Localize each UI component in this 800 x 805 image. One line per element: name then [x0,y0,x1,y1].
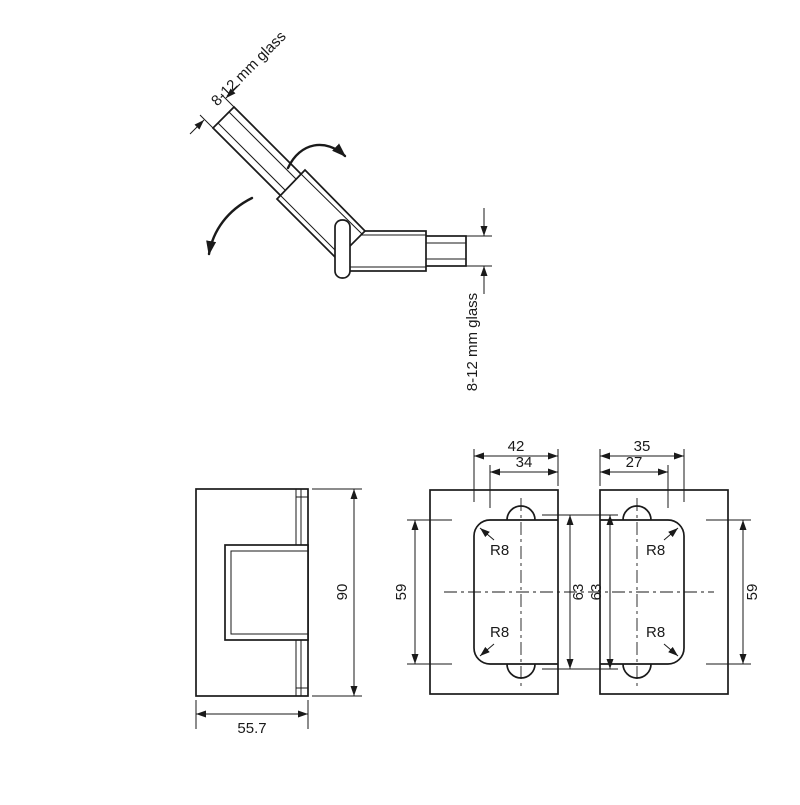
height-dim-label: 90 [334,584,351,601]
thickness-dim-lower: 8-12 mm glass [464,208,492,391]
inner-width-dim-label-left: 34 [516,454,533,471]
dim-height-90: 90 [312,488,362,697]
left-height-dim-label-right-plate: 63 [588,584,605,601]
rotation-arrow-upper [286,143,347,170]
horizontal-glass-panel [347,230,467,272]
dim-height-63-right-plate: 63 [588,515,614,669]
dim-outer-width-35: 35 [599,438,685,502]
r8-callout-top-right: R8 [646,527,679,559]
hinge-knuckle [334,219,351,279]
right-height-dim-label-left-plate: 63 [570,584,587,601]
r8-callout-top-left: R8 [479,527,509,559]
isometric-view: 8-12 mm glass 8-12 mm glass [189,28,492,391]
left-height-dim-label-left-plate: 59 [393,584,410,601]
dim-outer-width-42: 42 [473,438,559,502]
radius-label-top-left: R8 [490,542,509,559]
dim-inner-width-27: 27 [600,454,669,508]
glass-cutout-left [473,519,558,665]
dim-height-63-left-plate: 63 [566,515,587,669]
glass-thickness-label-upper: 8-12 mm glass [208,28,290,110]
drill-template-right: R8 R8 35 27 63 59 [588,438,761,695]
dim-height-59-left: 59 [393,519,452,665]
r8-callout-bottom-left: R8 [479,624,509,657]
right-height-dim-label-right-plate: 59 [744,584,761,601]
glass-thickness-label-lower: 8-12 mm glass [464,293,481,391]
dim-height-59-right: 59 [706,519,761,665]
front-view: 90 55.7 [195,488,362,737]
radius-label-bottom-right: R8 [646,624,665,641]
outer-width-dim-label-right: 35 [634,438,651,455]
radius-label-top-right: R8 [646,542,665,559]
dim-inner-width-34: 34 [489,454,558,508]
glass-plate-right-outline [599,489,729,695]
outer-width-dim-label-left: 42 [508,438,525,455]
glass-plate-left-outline [429,489,559,695]
r8-callout-bottom-right: R8 [646,624,679,657]
glass-cutout-right [600,519,685,665]
dim-width-55-7: 55.7 [195,700,309,737]
rotation-arrow-lower [206,196,254,256]
hinge-leaf-block [224,544,309,641]
drill-template-left: R8 R8 42 34 59 63 [393,438,587,695]
hinge-clamp-lower [347,230,427,272]
inner-width-dim-label-right: 27 [626,454,643,471]
radius-label-bottom-left: R8 [490,624,509,641]
width-dim-label: 55.7 [237,720,266,737]
template-centerlines [444,514,714,670]
